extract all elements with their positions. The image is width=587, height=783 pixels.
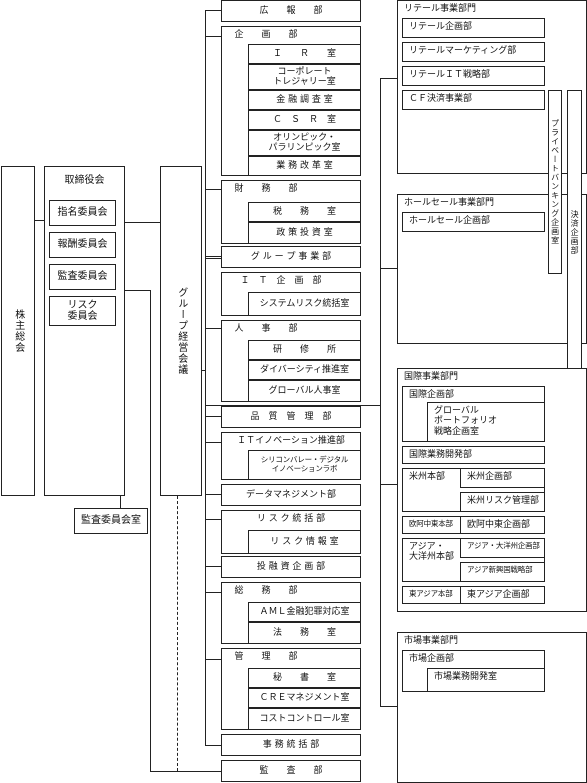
settlement-planning: 決済企画部 — [567, 90, 582, 374]
tick — [205, 256, 221, 257]
intl-business-dev: 国際業務開発部 — [402, 446, 545, 464]
emea-planning: 欧阿中東企画部 — [460, 516, 545, 534]
kikaku-csr: Ｃ Ｓ Ｒ 室 — [248, 110, 361, 130]
wholesale-planning: ホールセール企画部 — [402, 212, 545, 232]
tick — [205, 416, 221, 417]
somu-aml: ＡＭＬ金融犯罪対応室 — [248, 602, 361, 622]
kikaku-olympic: オリンピック・ パラリンピック室 — [248, 130, 361, 156]
risk-info: リ ス ク 情 報 室 — [248, 530, 361, 554]
jinji-global: グローバル人事室 — [248, 380, 361, 402]
tick — [205, 10, 221, 11]
line-trunk-wholesale — [380, 268, 398, 269]
dept-kansa: 監 査 部 — [221, 760, 361, 782]
line-audit-to-kansa-h2 — [150, 771, 221, 772]
apac-emerging: アジア新興国戦略部 — [460, 562, 545, 582]
tick — [205, 519, 221, 520]
line-trunk-retail — [380, 78, 398, 79]
tick — [205, 566, 221, 567]
somu-legal: 法 務 室 — [248, 622, 361, 644]
kanri-cre: ＣＲＥマネジメント室 — [248, 688, 361, 708]
retail-cf-settlement: ＣＦ決済事業部 — [402, 90, 545, 110]
line-trunk-intl — [380, 484, 398, 485]
jinji-training: 研 修 所 — [248, 340, 361, 360]
jinji-diversity: ダイバーシティ推進室 — [248, 360, 361, 380]
tick — [205, 328, 221, 329]
line-audit-to-kansa-h1 — [116, 290, 151, 291]
zaimu-tax: 税 務 室 — [248, 202, 361, 222]
intl-portfolio-office: グローバル ポートフォリオ 戦略企画室 — [427, 402, 545, 442]
tick — [205, 659, 221, 660]
kikaku-ir: Ｉ Ｒ 室 — [248, 44, 361, 64]
retail-it-strategy: リテールＩＴ戦略部 — [402, 66, 545, 86]
apac-planning: アジア・大洋州企画部 — [460, 538, 545, 558]
kanri-secretary: 秘 書 室 — [248, 668, 361, 688]
tick — [205, 494, 221, 495]
americas-planning: 米州企画部 — [460, 468, 545, 488]
committee-risk: リスク 委員会 — [49, 296, 116, 326]
line-council-spine-h — [201, 370, 206, 371]
kikaku-treasury: コーポレート トレジャリー室 — [248, 64, 361, 90]
line-trunk-markets — [380, 706, 398, 707]
tick — [205, 442, 221, 443]
tick — [205, 745, 221, 746]
dept-koho: 広 報 部 — [221, 0, 361, 22]
dept-toyushi: 投 融 資 企 画 部 — [221, 556, 361, 578]
dept-hinshitsu: 品 質 管 理 部 — [221, 406, 361, 428]
line-trunk-v — [380, 78, 381, 706]
dept-jimu: 事 務 統 括 部 — [221, 734, 361, 756]
kanri-cost: コストコントロール室 — [248, 708, 361, 730]
americas-risk: 米州リスク管理部 — [460, 492, 545, 512]
dept-group-jigyo: グ ル ー プ 事 業 部 — [221, 246, 361, 268]
line-spine — [205, 10, 206, 745]
tick — [205, 592, 221, 593]
tick — [205, 36, 221, 37]
zaimu-policy: 政 策 投 資 室 — [248, 222, 361, 244]
shareholders-meeting: 株主総会 — [1, 166, 35, 496]
retail-marketing: リテールマーケティング部 — [402, 42, 545, 62]
line-audit-to-kansa-v — [150, 290, 151, 772]
line-council-kansa-dash — [177, 496, 178, 771]
kikaku-research: 金 融 調 査 室 — [248, 90, 361, 110]
committee-audit: 監査委員会 — [49, 264, 116, 290]
markets-business-dev: 市場業務開発室 — [427, 668, 545, 692]
audit-committee-office: 監査委員会室 — [74, 508, 148, 534]
tick — [205, 258, 221, 259]
group-executive-council: グループ経営会議 — [160, 166, 202, 496]
line-board-council — [124, 222, 160, 223]
dept-data-mgmt: データマネジメント部 — [221, 484, 361, 506]
committee-compensation: 報酬委員会 — [49, 232, 116, 258]
committee-nominating: 指名委員会 — [49, 200, 116, 226]
it-innovation-lab: シリコンバレー・デジタル イノベーションラボ — [248, 450, 361, 480]
private-banking-office: プライベートバンキング企画室 — [548, 90, 562, 274]
kikaku-reform: 業 務 改 革 室 — [248, 156, 361, 176]
east-asia-planning: 東アジア企画部 — [460, 586, 545, 604]
it-kikaku-sysrisk: システムリスク統括室 — [248, 292, 361, 316]
line-shareholders-board — [34, 220, 44, 221]
tick — [205, 189, 221, 190]
line-trunk-h — [205, 405, 381, 406]
retail-planning: リテール企画部 — [402, 18, 545, 38]
